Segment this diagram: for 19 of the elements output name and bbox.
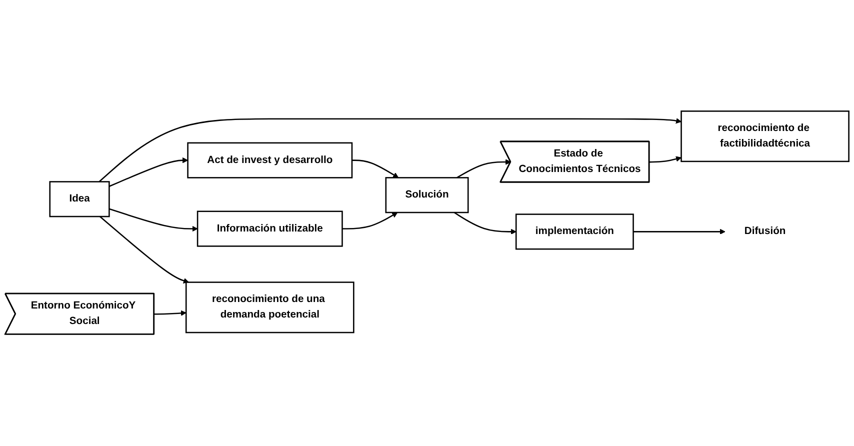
arrow: [108, 208, 198, 232]
arrow: [456, 160, 512, 179]
node-box: Información utilizable: [196, 211, 343, 248]
node-box: Idea: [49, 181, 110, 218]
arrow: [98, 118, 682, 183]
arrow: [649, 156, 682, 164]
arrow: [633, 229, 726, 235]
arrow: [454, 212, 516, 235]
arrow: [154, 310, 186, 316]
arrow: [99, 216, 189, 284]
node-box: Solución: [385, 177, 469, 214]
node-box: reconocimiento de factibilidadtécnica: [680, 110, 850, 162]
arrow: [108, 158, 188, 188]
node-text: Difusión: [744, 226, 786, 238]
node-box: implementación: [515, 214, 634, 250]
arrow: [352, 160, 399, 178]
node-box: reconocimiento de una demanda poetencial: [185, 282, 354, 334]
node-box: Act de invest y desarrollo: [187, 142, 353, 179]
arrow: [342, 212, 398, 230]
